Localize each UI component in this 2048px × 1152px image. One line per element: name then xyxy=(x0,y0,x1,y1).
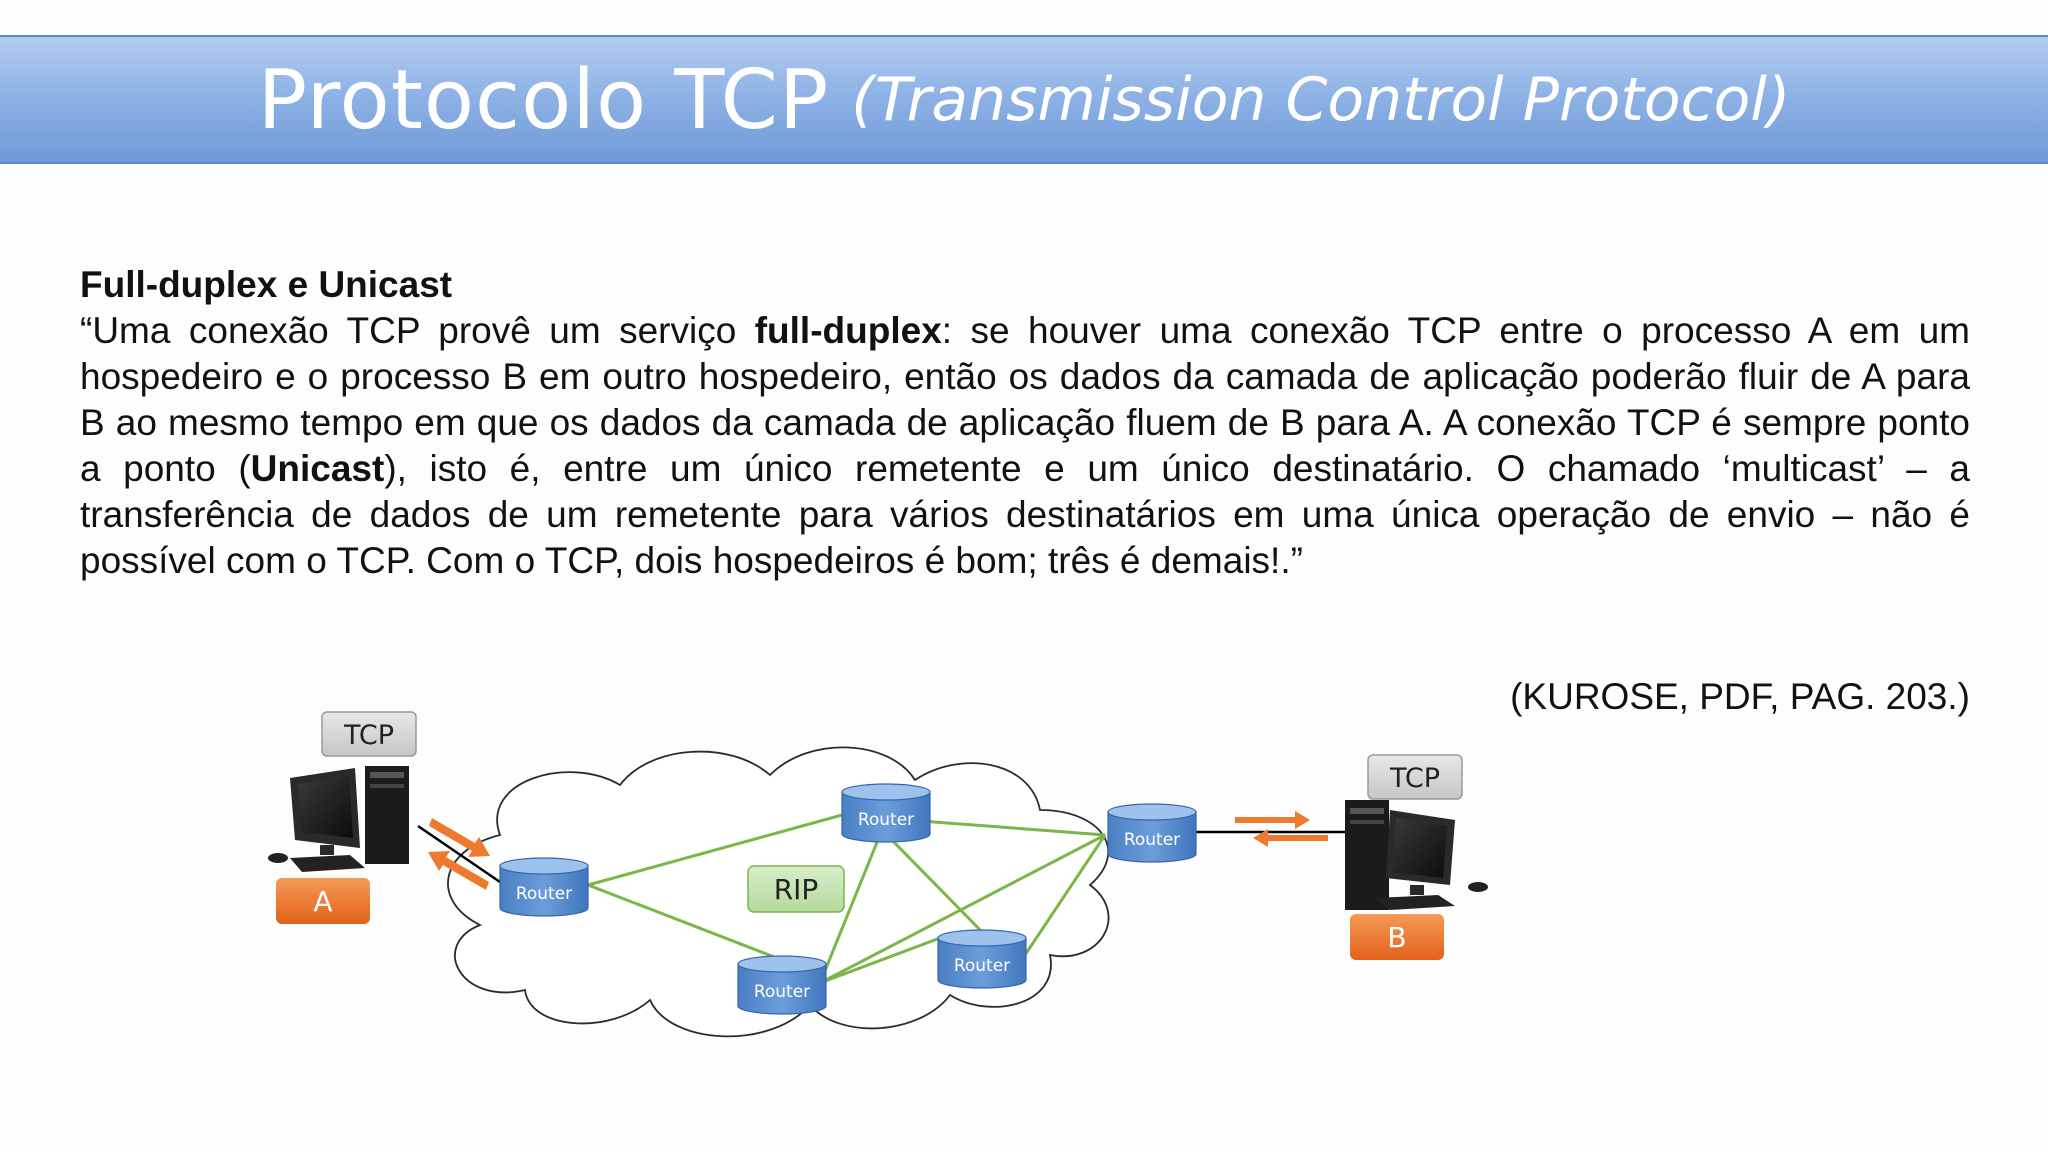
router-3-label: Router xyxy=(754,982,810,1002)
link-r3-r4 xyxy=(819,936,941,985)
router-1: Router xyxy=(499,857,589,917)
section-heading: Full-duplex e Unicast xyxy=(80,264,453,305)
host-a-badge: A xyxy=(276,878,370,924)
link-r2-r3 xyxy=(818,829,884,984)
title-bar: Protocolo TCP (Transmission Control Proto… xyxy=(0,35,2048,164)
quote-bold-full-duplex: full-duplex xyxy=(754,310,942,351)
computer-a-icon xyxy=(268,766,409,872)
title-main: Protocolo TCP xyxy=(257,53,830,148)
link-r2-r4 xyxy=(880,828,992,942)
tcp-tag-a: TCP xyxy=(321,711,417,757)
computer-b-icon xyxy=(1345,800,1488,910)
host-b-label: B xyxy=(1387,921,1406,954)
host-b-badge: B xyxy=(1350,914,1444,960)
quote-text-3: ), isto é, entre um único remetente e um… xyxy=(80,448,1970,581)
quote-paragraph: “Uma conexão TCP provê um serviço full-d… xyxy=(80,308,1970,584)
link-r1-r3 xyxy=(587,883,783,962)
router-4-label: Router xyxy=(954,956,1010,976)
arrow-a-left-icon xyxy=(428,851,489,890)
slide-title: Protocolo TCP (Transmission Control Proto… xyxy=(0,37,2048,162)
quote-text-2: : se houver uma conexão TCP entre o proc… xyxy=(80,310,1970,489)
router-links xyxy=(587,813,1107,985)
tcp-tag-a-label: TCP xyxy=(343,720,394,751)
host-a-label: A xyxy=(313,885,332,918)
router-5-label: Router xyxy=(1124,830,1180,850)
router-4: Router xyxy=(937,929,1027,989)
arrow-b-right-icon xyxy=(1235,811,1310,829)
router-1-label: Router xyxy=(516,884,572,904)
network-diagram: Router Router Router Router Router RIP xyxy=(268,711,1488,1038)
router-3: Router xyxy=(737,955,827,1015)
arrows-host-a xyxy=(428,818,490,890)
router-2: Router xyxy=(841,783,931,843)
host-a-link xyxy=(417,824,501,884)
arrow-b-left-icon xyxy=(1253,829,1328,847)
title-subtitle: (Transmission Control Protocol) xyxy=(851,65,1791,135)
rip-tag: RIP xyxy=(747,865,845,913)
arrow-a-right-icon xyxy=(429,818,490,857)
citation: (KUROSE, PDF, PAG. 203.) xyxy=(1510,676,1970,717)
arrows-host-b xyxy=(1235,811,1328,847)
rip-label: RIP xyxy=(774,873,819,906)
router-5: Router xyxy=(1107,803,1197,863)
tcp-tag-b-label: TCP xyxy=(1389,763,1440,794)
link-r4-r5 xyxy=(1023,834,1107,956)
quote-text-1: “Uma conexão TCP provê um serviço xyxy=(80,310,755,351)
quote-bold-unicast: Unicast xyxy=(250,448,385,489)
content-block: Full-duplex e Unicast “Uma conexão TCP p… xyxy=(80,262,1970,584)
tcp-tag-b: TCP xyxy=(1367,754,1463,800)
link-r3-r5 xyxy=(819,833,1106,985)
link-r1-r2 xyxy=(587,813,843,887)
router-2-label: Router xyxy=(858,810,914,830)
